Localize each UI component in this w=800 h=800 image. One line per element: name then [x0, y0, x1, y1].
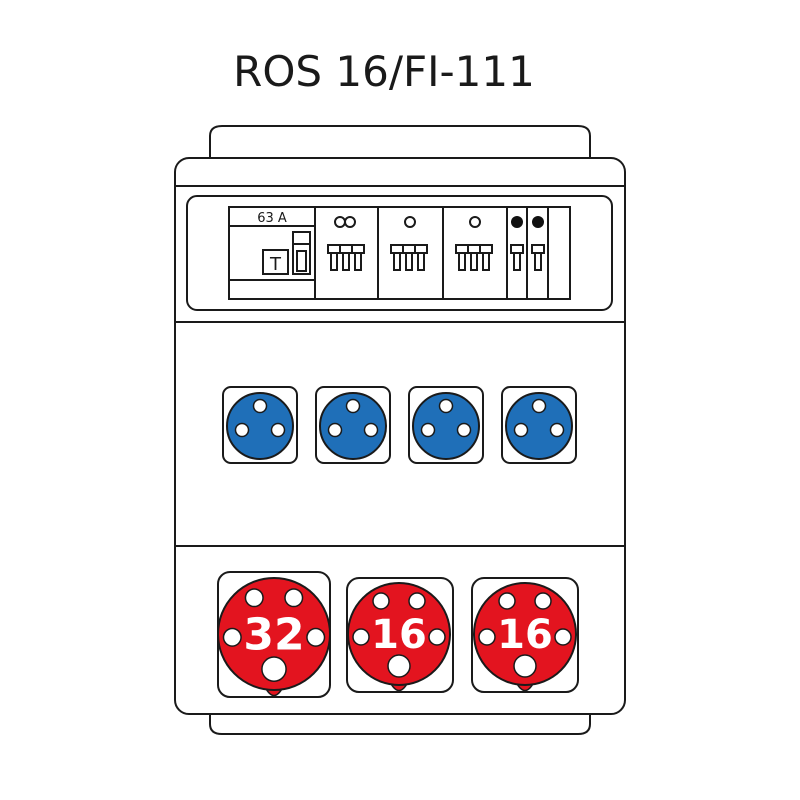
pin-hole-icon [352, 628, 370, 646]
socket-face [412, 392, 480, 460]
pin-hole-icon [387, 654, 411, 678]
lever-stem [342, 252, 350, 271]
pin-hole-icon [554, 628, 572, 646]
lever-stem [534, 252, 542, 271]
socket-face [319, 392, 387, 460]
schuko-socket [315, 386, 391, 464]
ring-indicator-icon [469, 216, 481, 228]
socket-face [347, 582, 451, 686]
pin-hole-icon [222, 627, 242, 647]
lever-stem [330, 252, 338, 271]
cee-socket-16a: 16 [346, 577, 454, 693]
lever-stem [470, 252, 478, 271]
ring-indicator-icon [344, 216, 356, 228]
socket-face [505, 392, 573, 460]
lever-cap [327, 244, 341, 254]
pin-hole-icon [372, 592, 390, 610]
lever-stem [393, 252, 401, 271]
pin-hole-icon [513, 422, 529, 438]
lever-stem [513, 252, 521, 271]
pin-hole-icon [478, 628, 496, 646]
breaker-panel: 63 A T [186, 195, 613, 311]
schuko-socket [501, 386, 577, 464]
pin-hole-icon [234, 422, 250, 438]
pin-hole-icon [549, 422, 565, 438]
lever-cap [467, 244, 481, 254]
schuko-socket-row [222, 386, 577, 464]
lever-stem [405, 252, 413, 271]
pin-hole-icon [498, 592, 516, 610]
cee-socket-row: 32 16 16 [217, 571, 579, 698]
cee-socket-32a: 32 [217, 571, 331, 698]
main-switch-rating: 63 A [257, 211, 287, 226]
pin-hole-icon [306, 627, 326, 647]
pin-hole-icon [261, 656, 287, 682]
lever-stem [482, 252, 490, 271]
socket-face [217, 577, 331, 691]
filled-indicator-icon [532, 216, 544, 228]
pin-hole-icon [408, 592, 426, 610]
lever-cap [414, 244, 428, 254]
pin-hole-icon [244, 588, 264, 608]
pin-hole-icon [345, 398, 361, 414]
pin-hole-icon [420, 422, 436, 438]
breaker-levers [327, 244, 545, 271]
main-switch-module: 63 A T [228, 206, 316, 300]
pin-hole-icon [252, 398, 268, 414]
socket-face [473, 582, 577, 686]
pin-hole-icon [438, 398, 454, 414]
lever-cap [455, 244, 469, 254]
pin-hole-icon [513, 654, 537, 678]
lever-cap [390, 244, 404, 254]
pin-hole-icon [270, 422, 286, 438]
blank-module [547, 206, 571, 300]
pin-hole-icon [531, 398, 547, 414]
filled-indicator-icon [511, 216, 523, 228]
pin-hole-icon [327, 422, 343, 438]
schuko-socket [222, 386, 298, 464]
socket-rating: 16 [371, 612, 427, 658]
page-title: ROS 16/FI-111 [233, 47, 535, 96]
lever-cap [351, 244, 365, 254]
pin-hole-icon [363, 422, 379, 438]
enclosure-top-cap [209, 125, 591, 160]
lever-cap [510, 244, 524, 254]
lever-cap [479, 244, 493, 254]
rcd-lever [292, 231, 311, 275]
pin-hole-icon [456, 422, 472, 438]
indicator-icons [334, 216, 544, 228]
pin-hole-icon [284, 588, 304, 608]
enclosure-bottom-cap [209, 712, 591, 735]
lever-stem [354, 252, 362, 271]
lever-stem [458, 252, 466, 271]
socket-face [226, 392, 294, 460]
pin-hole-icon [534, 592, 552, 610]
schuko-socket [408, 386, 484, 464]
lever-cap [531, 244, 545, 254]
socket-rating: 16 [497, 612, 553, 658]
lever-cap [339, 244, 353, 254]
test-button [262, 249, 289, 275]
ring-indicator-icon [404, 216, 416, 228]
pin-hole-icon [428, 628, 446, 646]
socket-rating: 32 [243, 609, 304, 660]
test-symbol: T [269, 254, 282, 275]
cee-socket-16a: 16 [471, 577, 579, 693]
lever-cap [402, 244, 416, 254]
lever-stem [417, 252, 425, 271]
lever-handle [296, 250, 307, 272]
